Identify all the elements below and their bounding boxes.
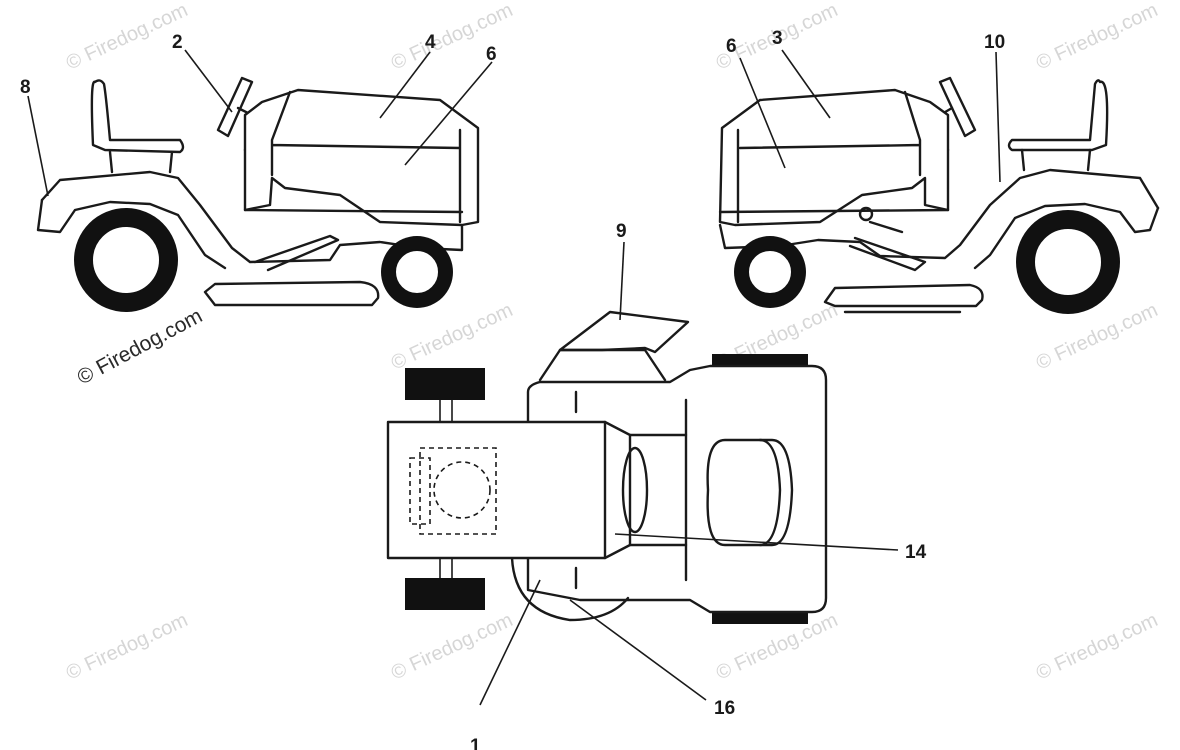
seat [1007, 79, 1109, 152]
hood-line [736, 90, 922, 224]
chassis [718, 208, 950, 214]
leader-6-right [739, 57, 786, 169]
leader-16 [569, 599, 707, 701]
seat-base [1020, 148, 1092, 172]
mower-deck [203, 280, 380, 307]
leader-4 [379, 51, 431, 119]
steering-wheel [216, 76, 254, 138]
leader-3 [781, 49, 831, 119]
leader-10 [995, 51, 1001, 183]
discharge-chute [558, 310, 690, 354]
tractor-left-view [36, 76, 480, 312]
leader-partial [479, 579, 541, 706]
rear-wheel-hub [91, 225, 161, 295]
fender-line [628, 433, 688, 547]
leader-6-left [404, 61, 493, 166]
callout-16: 16 [714, 698, 735, 719]
callout-2: 2 [172, 32, 183, 53]
callout-6-left: 6 [486, 44, 497, 65]
watermark: © Firedog.com [388, 609, 516, 684]
leader-2 [184, 49, 233, 113]
watermark: © Firedog.com [388, 299, 516, 374]
watermark-main: © Firedog.com [74, 304, 207, 389]
front-axle [439, 400, 453, 578]
watermark: © Firedog.com [63, 609, 191, 684]
rear-wheel-hub [1033, 227, 1103, 297]
watermark: © Firedog.com [1033, 0, 1161, 75]
watermark: © Firedog.com [1033, 609, 1161, 684]
front-tire-bottom [405, 578, 485, 610]
callout-3: 3 [772, 28, 783, 49]
engine-filter [433, 461, 491, 519]
rear-fender-lower [36, 198, 227, 270]
callout-8: 8 [20, 77, 31, 98]
mower-deck-top [510, 556, 630, 622]
front-tire-top [405, 368, 485, 400]
callout-partial: 1 [470, 736, 481, 750]
rear-tire-top [712, 354, 808, 366]
engine-outline-inner [409, 457, 431, 525]
leader-14 [614, 533, 899, 551]
footrest [253, 234, 340, 272]
lift-lever [858, 206, 904, 234]
seat-base [108, 150, 174, 174]
chassis [243, 208, 464, 214]
hood [243, 88, 480, 227]
rear-fender-lower [973, 202, 1160, 270]
front-wheel-hub [747, 249, 793, 295]
tractor-top-view [386, 310, 828, 624]
steering-wheel-top [621, 446, 649, 534]
tractor-right-view [718, 76, 1160, 314]
seat-back-top [758, 438, 782, 547]
seat [90, 79, 185, 154]
leader-lines [27, 49, 1001, 706]
leader-8 [27, 95, 49, 197]
callout-4: 4 [425, 32, 436, 53]
callout-10: 10 [984, 32, 1005, 53]
callout-6-right: 6 [726, 36, 737, 57]
hood [718, 88, 950, 227]
hood-top [386, 420, 632, 560]
callout-9: 9 [616, 221, 627, 242]
seat-top [706, 438, 794, 547]
steering-wheel [938, 76, 977, 138]
mower-deck [823, 283, 984, 308]
front-wheel-hub [394, 249, 440, 295]
engine-outline [419, 447, 497, 535]
hood-line [270, 90, 462, 224]
callout-labels: 2 4 6 8 6 3 10 9 14 16 1 [20, 28, 1005, 750]
chute-base [538, 348, 667, 382]
footrest [848, 236, 927, 272]
callout-14: 14 [905, 542, 927, 563]
rear-tire-bottom [712, 612, 808, 624]
watermark: © Firedog.com [388, 0, 516, 75]
leader-9 [619, 241, 625, 321]
